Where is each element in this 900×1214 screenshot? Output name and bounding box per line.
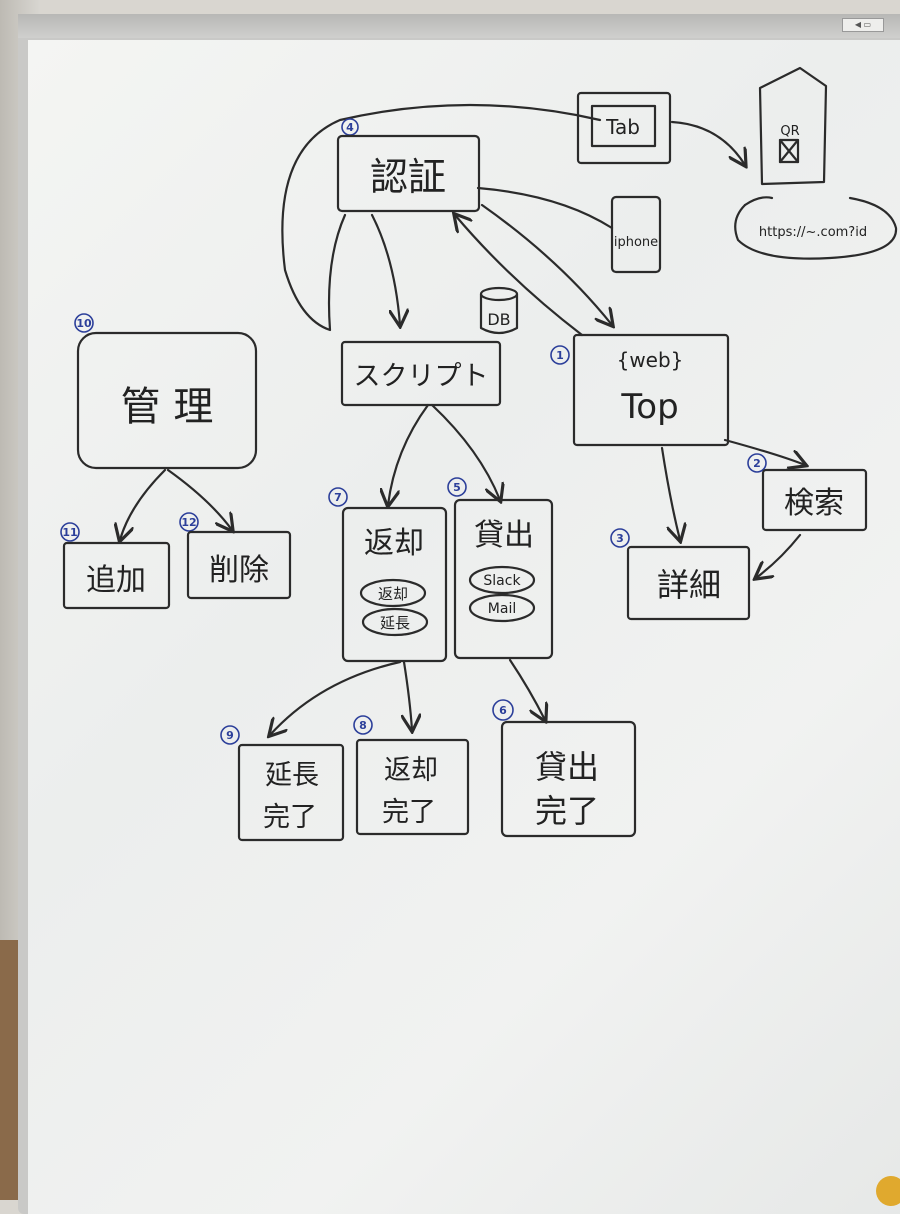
node-auth: 4 認証 [338, 119, 479, 211]
option-label: Slack [483, 573, 521, 589]
node-return-done: 8 返却 完了 [354, 716, 468, 834]
node-label-line2: 完了 [535, 792, 599, 830]
step-number: 12 [181, 516, 196, 529]
node-label-line1: 延長 [265, 760, 319, 791]
node-add: 11 追加 [61, 523, 169, 608]
step-number: 4 [346, 121, 354, 134]
node-label-line1: {web} [617, 348, 684, 372]
connectors [120, 105, 805, 735]
line-iphone-to-auth [478, 188, 612, 228]
step-number: 7 [334, 491, 342, 504]
node-label: https://~.com?id [759, 225, 867, 240]
arrow-script-to-auth-loop [282, 105, 600, 330]
node-label: Tab [605, 115, 640, 139]
node-label-line1: 返却 [384, 755, 438, 786]
node-qr: QR [760, 68, 826, 184]
arrow-admin-to-add [120, 470, 165, 540]
arrow-webtop-to-search [725, 440, 805, 465]
node-label: 詳細 [657, 566, 721, 604]
step-number: 3 [616, 532, 624, 545]
arrow-search-to-detail [756, 535, 800, 578]
step-number: 10 [76, 317, 92, 330]
step-number: 2 [753, 457, 761, 470]
option-label: Mail [488, 601, 516, 617]
node-label: iphone [614, 235, 658, 250]
node-db: DB [481, 288, 517, 333]
node-label: 管 理 [121, 384, 214, 430]
node-label: 検索 [784, 486, 844, 521]
node-label: 追加 [86, 563, 146, 598]
node-script: スクリプト [342, 342, 500, 405]
arrow-lend-to-lend-done [510, 660, 545, 720]
database-icon [481, 288, 517, 300]
node-return: 7 返却 返却 延長 [329, 488, 446, 661]
step-number: 8 [359, 719, 367, 732]
node-delete: 12 削除 [180, 513, 290, 598]
node-extend-done: 9 延長 完了 [221, 726, 343, 840]
step-number: 11 [62, 526, 77, 539]
node-tab: Tab [578, 93, 670, 163]
arrow-webtop-to-detail [662, 448, 680, 540]
node-web-top: 1 {web} Top [551, 335, 728, 445]
arrow-admin-to-delete [168, 470, 232, 530]
node-label: 削除 [209, 553, 269, 588]
node-label-line2: 完了 [263, 802, 317, 833]
arrow-tab-to-qr [672, 122, 745, 165]
node-label: 返却 [364, 526, 424, 561]
node-lend-done: 6 貸出 完了 [493, 700, 635, 836]
node-admin: 10 管 理 [75, 314, 256, 468]
node-label-line1: 貸出 [535, 748, 599, 786]
step-number: 1 [556, 349, 564, 362]
node-label-line2: 完了 [382, 797, 436, 828]
node-label-line2: Top [620, 387, 678, 427]
qr-cross-icon [780, 140, 798, 162]
step-number: 9 [226, 729, 234, 742]
arrow-auth-to-script [372, 215, 400, 325]
step-number: 5 [453, 481, 461, 494]
node-search: 2 検索 [748, 454, 866, 530]
arrow-return-to-return-done [404, 662, 412, 730]
node-url: https://~.com?id [735, 197, 896, 258]
node-label: QR [780, 124, 799, 139]
arrow-return-to-extend-done [270, 662, 400, 735]
node-iphone: iphone [612, 197, 660, 272]
node-lend: 5 貸出 Slack Mail [448, 478, 552, 658]
option-label: 返却 [378, 585, 408, 603]
node-label: スクリプト [354, 361, 489, 392]
node-label: DB [487, 310, 510, 329]
node-label: 認証 [370, 155, 446, 199]
step-number: 6 [499, 704, 507, 717]
arrow-script-to-return [388, 405, 428, 505]
option-label: 延長 [380, 614, 410, 632]
node-detail: 3 詳細 [611, 529, 749, 619]
node-label: 貸出 [474, 518, 534, 553]
